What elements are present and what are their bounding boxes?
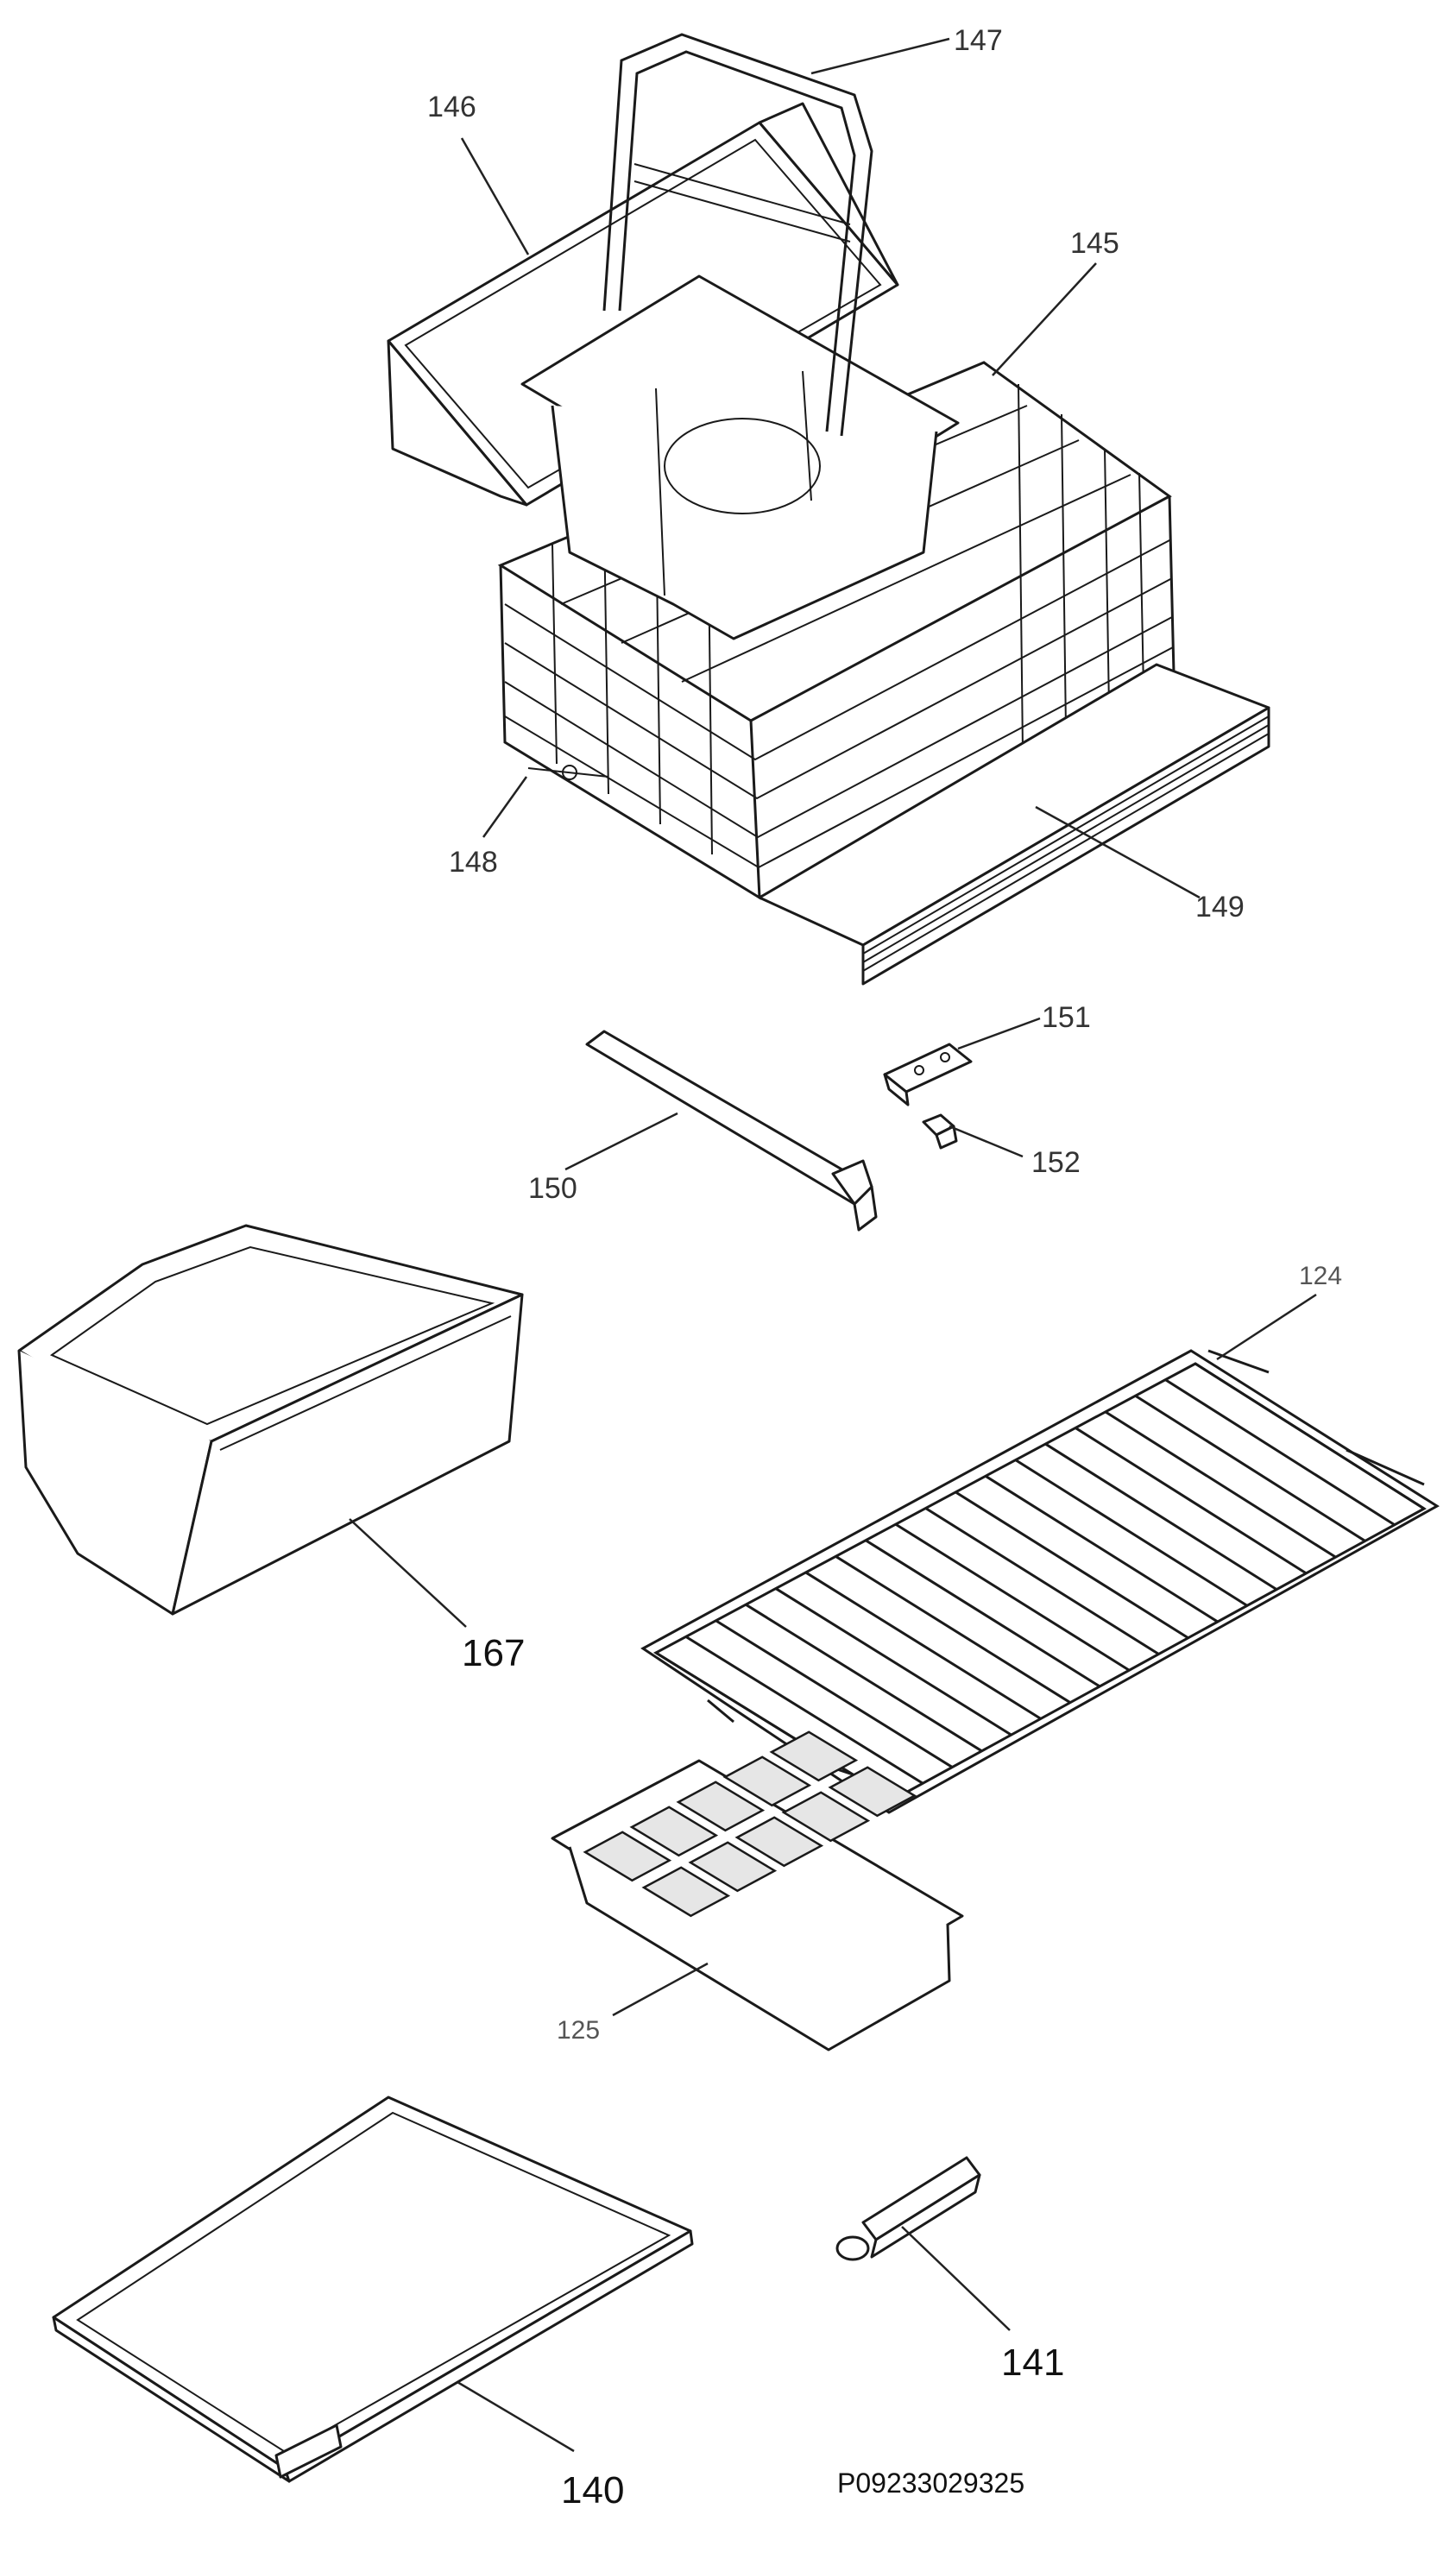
label-147: 147 [954,24,1003,57]
part-124-wire-shelf [640,1349,1440,1814]
part-145-wire-basket [497,361,1176,900]
label-150: 150 [528,1172,577,1205]
part-167-crisper-drawer [17,1224,524,1616]
part-151-bracket [883,1043,973,1106]
drawing-code: P09233029325 [837,2468,1024,2499]
label-167: 167 [462,1632,525,1674]
part-125-ice-tray [551,1730,964,2052]
part-152-clip [922,1113,958,1150]
label-124: 124 [1299,1262,1342,1290]
part-147-handle [602,33,873,437]
leader-lines [349,37,1317,2453]
label-141: 141 [1001,2342,1064,2384]
part-141-pin [835,2156,981,2261]
part-149-drawer-base [758,663,1270,986]
label-151: 151 [1042,1001,1091,1034]
label-152: 152 [1031,1146,1081,1179]
part-148-rod [527,765,609,780]
label-140: 140 [561,2469,624,2512]
part-150-rail [585,1030,878,1232]
label-145: 145 [1070,227,1119,260]
part-140-glass-shelf [52,2096,694,2483]
part-labels: 147 146 145 148 149 151 150 152 124 167 … [427,24,1342,2512]
insert-bowl [520,274,960,640]
label-149: 149 [1195,891,1245,923]
label-148: 148 [449,846,498,879]
label-125: 125 [557,2016,600,2045]
label-146: 146 [427,91,476,123]
